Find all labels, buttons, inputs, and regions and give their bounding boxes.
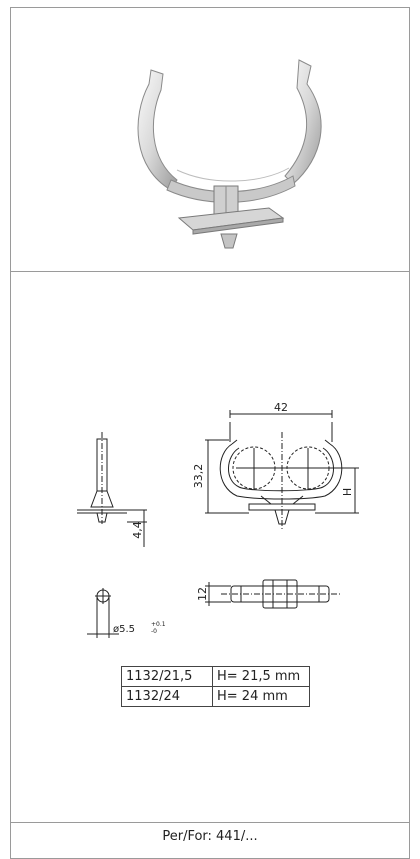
top-view-drawing xyxy=(205,579,341,609)
variant-height: H= 24 mm xyxy=(212,686,310,707)
variant-code: 1132/24 xyxy=(121,686,213,707)
dim-side-label: 12 xyxy=(196,587,209,601)
divider-footer xyxy=(11,822,409,823)
technical-drawing-panel: 42 33,2 H 4,4 12 ø5.5 +0.1 -0 1132/21,5 … xyxy=(11,272,409,822)
tol-upper-label: +0.1 xyxy=(151,621,166,628)
hole-view-drawing xyxy=(87,588,119,638)
dim-h-label: H xyxy=(341,488,354,496)
footer-text: Per/For: 441/... xyxy=(162,829,258,844)
dim-pin-label: 4,4 xyxy=(131,521,144,539)
technical-drawing: 42 33,2 H 4,4 12 ø5.5 +0.1 -0 xyxy=(77,401,359,638)
variant-code: 1132/21,5 xyxy=(121,666,213,687)
divider-photo xyxy=(11,271,409,272)
variant-height: H= 21,5 mm xyxy=(212,666,310,687)
variant-table: 1132/21,5 H= 21,5 mm 1132/24 H= 24 mm xyxy=(121,666,310,707)
product-sheet: 42 33,2 H 4,4 12 ø5.5 +0.1 -0 1132/21,5 … xyxy=(10,7,410,859)
table-row: 1132/24 H= 24 mm xyxy=(121,686,310,707)
front-view-drawing xyxy=(205,410,359,530)
dim-hole-label: ø5.5 xyxy=(113,624,135,635)
dim-height-label: 33,2 xyxy=(192,464,205,489)
side-view-drawing xyxy=(77,432,147,547)
product-photo xyxy=(137,59,322,249)
tol-lower-label: -0 xyxy=(151,628,157,635)
product-photo-panel xyxy=(11,8,409,271)
table-row: 1132/21,5 H= 21,5 mm xyxy=(121,666,310,687)
dim-width-label: 42 xyxy=(274,401,288,414)
